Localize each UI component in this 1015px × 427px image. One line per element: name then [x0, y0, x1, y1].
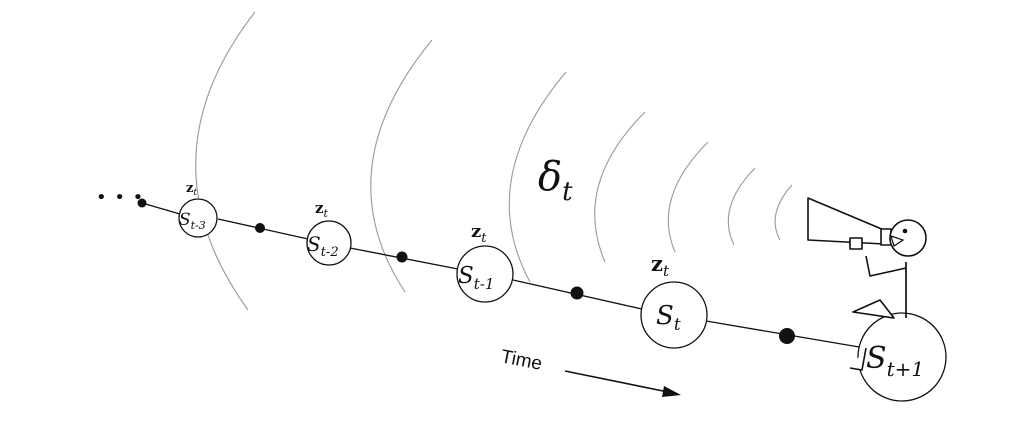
figure-mouth	[890, 235, 905, 247]
state-node-t-3: St-3 zt	[178, 181, 218, 238]
figure-arm	[865, 255, 907, 277]
sound-wave	[667, 141, 709, 253]
sound-wave	[594, 111, 646, 263]
figure-head	[889, 219, 927, 257]
next-state-label: St+1	[866, 341, 924, 381]
megaphone-speaker-icon	[807, 197, 947, 402]
time-label: Time	[499, 346, 544, 375]
ellipsis: • • •	[96, 187, 144, 208]
state-label: St-1	[458, 263, 494, 293]
transition-dots	[137, 198, 795, 344]
latent-z-label: zt	[471, 221, 487, 246]
time-arrow-line	[564, 370, 669, 393]
state-label: St-2	[307, 232, 339, 260]
transition-dot	[137, 198, 147, 208]
state-circle	[640, 281, 708, 349]
state-label: St-3	[179, 210, 206, 232]
sound-wave	[774, 184, 793, 241]
megaphone-bell	[807, 197, 885, 245]
sound-wave	[508, 71, 567, 283]
transition-dot	[255, 223, 265, 233]
sound-wave	[195, 11, 256, 311]
figure-hand	[849, 347, 867, 371]
state-label: St	[656, 301, 681, 335]
next-state-circle	[857, 312, 947, 402]
figure-eye	[902, 228, 908, 234]
megaphone-handle	[849, 237, 863, 250]
sound-wave	[727, 167, 756, 246]
state-node-t-2: St-2 zt	[306, 199, 352, 266]
figure-foot	[852, 299, 895, 319]
time-arrow: Time	[499, 346, 681, 397]
sound-wave	[370, 39, 433, 293]
state-circle	[178, 198, 218, 238]
delta-label: δt	[538, 154, 573, 207]
arrow-head-icon	[662, 386, 681, 397]
transition-dot	[396, 251, 408, 263]
transition-dot	[570, 286, 584, 300]
timeline-segment	[141, 202, 181, 215]
sound-waves	[195, 11, 793, 311]
state-node-t: St zt	[640, 251, 708, 349]
latent-z-label: zt	[315, 199, 329, 220]
state-circle	[306, 220, 352, 266]
state-node-t-1: St-1 zt	[456, 221, 514, 303]
latent-z-label: zt	[651, 251, 670, 280]
transition-dot	[779, 328, 795, 344]
state-circle	[456, 245, 514, 303]
latent-z-label: zt	[186, 181, 197, 198]
